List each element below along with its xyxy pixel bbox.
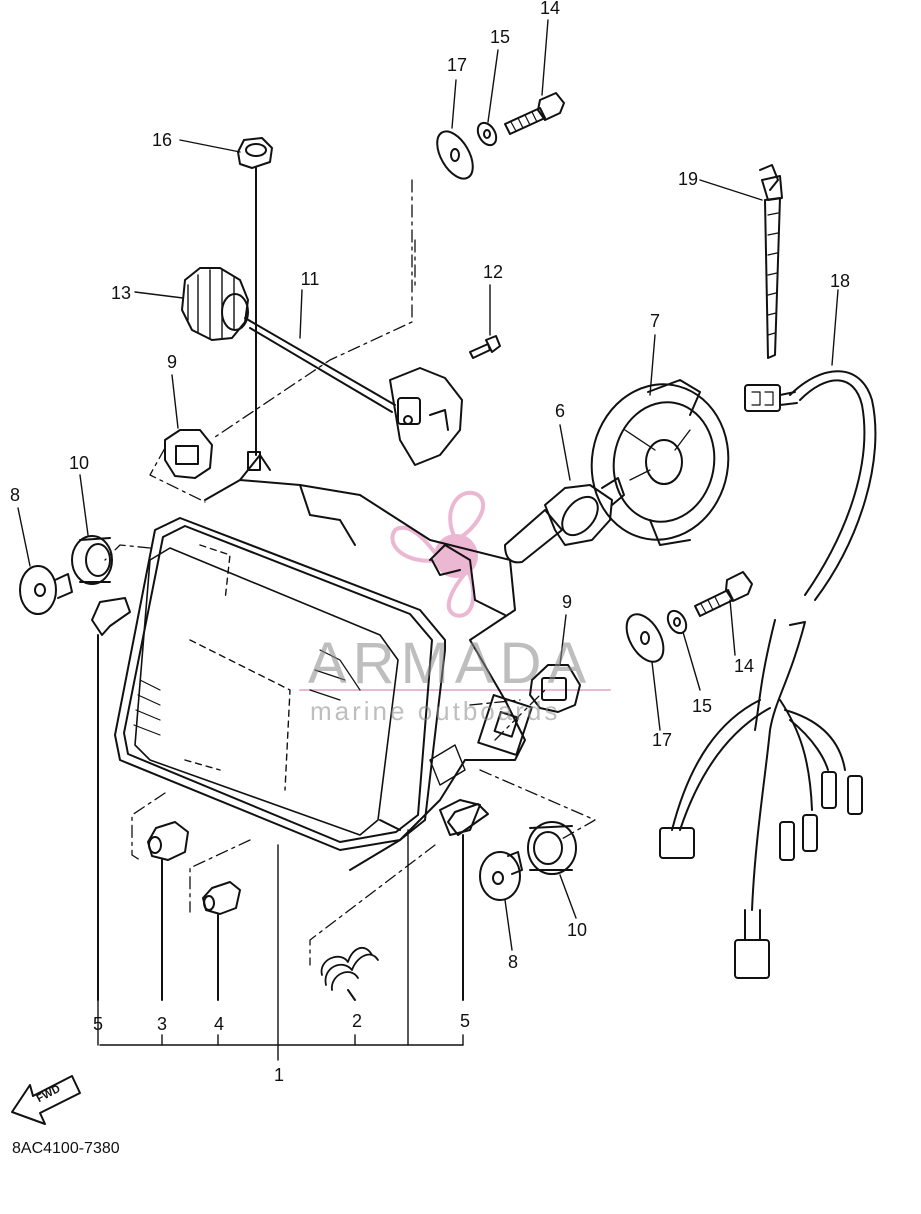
part-12-screw: [470, 336, 500, 358]
callout-9-upper: 9: [166, 352, 178, 372]
part-13-adjuster-knob: [182, 268, 248, 340]
part-16-nut: [238, 138, 272, 455]
callout-10-right: 10: [566, 920, 588, 940]
part-5-clip-left: [92, 598, 130, 1000]
part-9-grommet-lower: [530, 665, 580, 712]
reference-lines: [105, 180, 595, 965]
callout-2: 2: [351, 1011, 363, 1031]
part-3-socket: [148, 822, 188, 1000]
callout-6: 6: [554, 401, 566, 421]
part-17-washer-upper: [430, 125, 480, 184]
part-2-spring: [322, 948, 378, 1000]
part-10-grommet-right: [528, 822, 576, 874]
callout-3: 3: [156, 1014, 168, 1034]
callout-11: 11: [300, 269, 320, 289]
callout-8-right: 8: [507, 952, 519, 972]
callout-19: 19: [677, 169, 699, 189]
callout-13: 13: [110, 283, 132, 303]
part-14-bolt-lower: [695, 572, 752, 616]
callout-15-lower: 15: [691, 696, 713, 716]
part-4-bulb-small: [203, 882, 240, 1000]
part-5-clip-right: [448, 804, 488, 1000]
callout-1: 1: [273, 1065, 285, 1085]
callout-14-lower: 14: [733, 656, 755, 676]
part-10-grommet-left: [72, 536, 112, 584]
part-14-bolt-upper: [505, 93, 564, 134]
part-9-grommet-upper: [165, 430, 212, 478]
watermark-title: ARMADA: [308, 631, 593, 696]
fwd-arrow: [12, 1076, 80, 1124]
callout-17-upper: 17: [446, 55, 468, 75]
callout-5-left: 5: [92, 1014, 104, 1034]
callout-12: 12: [482, 262, 504, 282]
callout-5-right: 5: [459, 1011, 471, 1031]
callout-7: 7: [649, 311, 661, 331]
callout-15-upper: 15: [489, 27, 511, 47]
part-11-adjusting-rod: [245, 318, 462, 465]
leader-lines: [18, 20, 838, 1060]
part-6-bulb: [505, 478, 624, 562]
part-8-knob-left: [20, 566, 72, 614]
callout-16: 16: [151, 130, 173, 150]
callout-8-left: 8: [9, 485, 21, 505]
part-7-dust-cover: [579, 373, 740, 550]
callout-9-lower: 9: [561, 592, 573, 612]
diagram-code: 8AC4100-7380: [12, 1140, 120, 1157]
callout-14-upper: 14: [539, 0, 561, 18]
part-15-washer-upper: [474, 120, 500, 149]
part-15-washer-lower: [664, 608, 690, 637]
callout-10-left: 10: [68, 453, 90, 473]
part-8-knob-right: [480, 852, 522, 900]
headlight-unit: [115, 452, 532, 870]
part-17-washer-lower: [619, 608, 671, 668]
watermark-subtitle: marine outboards: [310, 696, 561, 726]
part-18-wire-harness: [660, 371, 875, 978]
callout-4: 4: [213, 1014, 225, 1034]
callout-18: 18: [829, 271, 851, 291]
callout-17-lower: 17: [651, 730, 673, 750]
part-19-cable-tie: [760, 165, 782, 358]
